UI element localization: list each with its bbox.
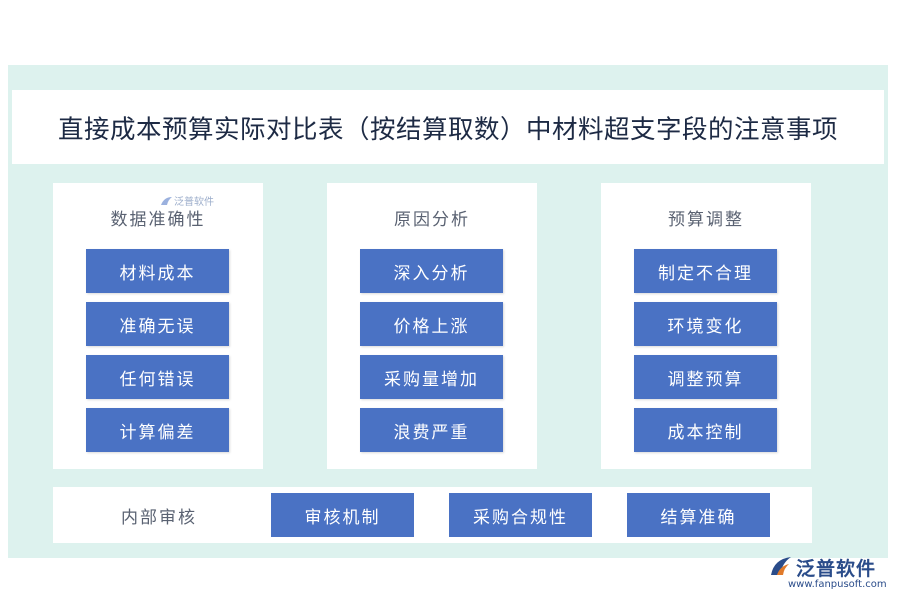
item-box: 成本控制 <box>634 408 777 452</box>
logo-icon <box>161 196 172 205</box>
item-box: 计算偏差 <box>86 408 229 452</box>
column-cause-analysis: 原因分析 深入分析 价格上涨 采购量增加 浪费严重 <box>327 183 537 469</box>
logo-name: 泛普软件 <box>796 558 877 580</box>
logo-icon <box>771 557 791 575</box>
column-heading: 预算调整 <box>668 210 744 230</box>
bottom-label: 内部审核 <box>121 507 197 528</box>
item-box: 采购量增加 <box>360 355 503 399</box>
item-box: 审核机制 <box>271 493 414 537</box>
watermark-text: 泛普软件 <box>174 197 214 208</box>
column-data-accuracy: 数据准确性 材料成本 准确无误 任何错误 计算偏差 <box>53 183 263 469</box>
item-box: 价格上涨 <box>360 302 503 346</box>
item-box: 材料成本 <box>86 249 229 293</box>
item-box: 浪费严重 <box>360 408 503 452</box>
item-box: 结算准确 <box>627 493 770 537</box>
bottom-row: 内部审核 审核机制 采购合规性 结算准确 <box>53 487 812 543</box>
title-box: 直接成本预算实际对比表（按结算取数）中材料超支字段的注意事项 <box>12 90 884 164</box>
column-heading: 数据准确性 <box>110 210 206 230</box>
diagram-title: 直接成本预算实际对比表（按结算取数）中材料超支字段的注意事项 <box>57 114 838 145</box>
column-budget-adjustment: 预算调整 制定不合理 环境变化 调整预算 成本控制 <box>601 183 811 469</box>
logo-url: www.fanpusoft.com <box>788 579 887 590</box>
item-box: 深入分析 <box>360 249 503 293</box>
item-box: 调整预算 <box>634 355 777 399</box>
brand-logo: 泛普软件 www.fanpusoft.com <box>768 552 894 596</box>
watermark: 泛普软件 <box>160 193 214 208</box>
item-box: 环境变化 <box>634 302 777 346</box>
item-box: 采购合规性 <box>449 493 592 537</box>
column-heading: 原因分析 <box>394 210 470 230</box>
item-box: 任何错误 <box>86 355 229 399</box>
item-box: 准确无误 <box>86 302 229 346</box>
item-box: 制定不合理 <box>634 249 777 293</box>
